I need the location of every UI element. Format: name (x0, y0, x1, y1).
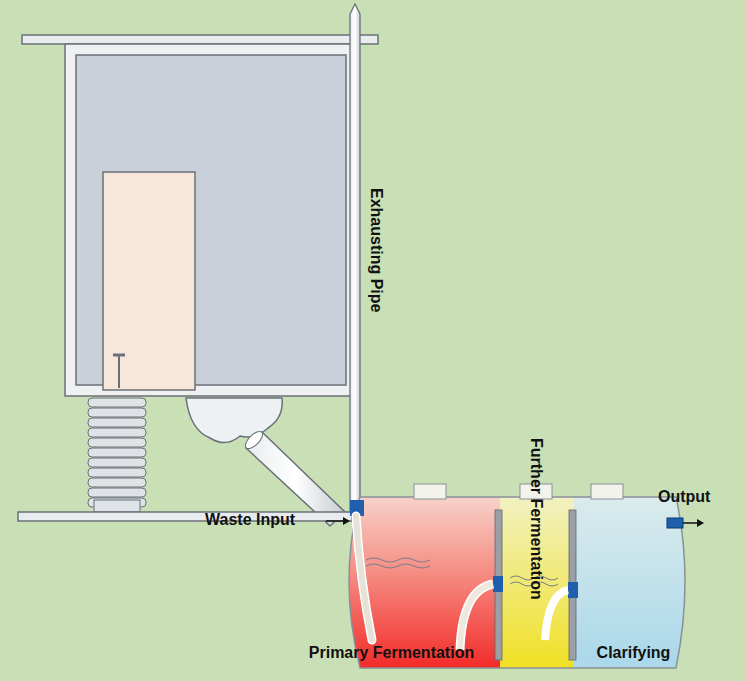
chamber-label: Clarifying (597, 644, 671, 662)
part-label: Waste Input (205, 511, 295, 529)
chamber-label: Further Fermentation (527, 438, 545, 600)
tank-chamber: Primary Fermentation (283, 490, 500, 668)
tank-chamber: Further Fermentation (503, 428, 569, 668)
part-label: Output (658, 488, 710, 506)
chamber-label: Primary Fermentation (309, 644, 474, 662)
transfer-pipe (500, 581, 503, 587)
tank-chamber: Clarifying (577, 490, 690, 668)
transfer-pipe (569, 587, 577, 593)
part-label: Exhausting Pipe (367, 188, 385, 312)
